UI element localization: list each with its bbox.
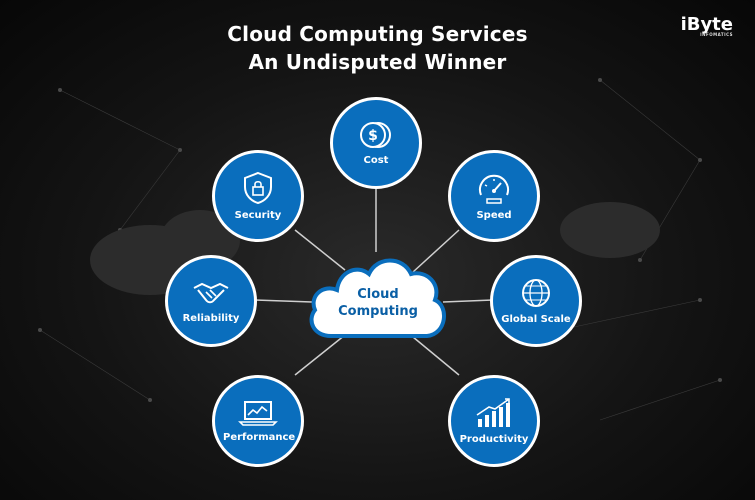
- connector-performance: [294, 334, 346, 376]
- bar-chart-growth-icon: [476, 397, 510, 427]
- speedometer-icon: [479, 174, 509, 204]
- node-productivity-label: Productivity: [459, 433, 529, 445]
- title-line-1: Cloud Computing Services: [227, 22, 528, 46]
- node-performance-label: Performance: [223, 431, 296, 443]
- brand-logo: iByte INFOMATICS: [681, 14, 733, 37]
- node-cost-label: Cost: [363, 154, 389, 166]
- cloud-icon: [309, 258, 446, 338]
- title-line-2: An Undisputed Winner: [248, 50, 507, 74]
- connector-global-scale: [442, 299, 494, 303]
- node-global-scale-label: Global Scale: [501, 313, 571, 325]
- node-speed: Speed: [448, 150, 540, 242]
- handshake-icon: [193, 282, 229, 303]
- connector-productivity: [412, 336, 460, 376]
- logo-subtext: INFOMATICS: [700, 32, 733, 37]
- svg-text:$: $: [368, 128, 378, 144]
- node-reliability-label: Reliability: [182, 312, 240, 324]
- node-security-label: Security: [234, 209, 282, 221]
- node-global-scale: Global Scale: [490, 255, 582, 347]
- shield-lock-icon: [244, 171, 272, 204]
- connector-speed: [412, 229, 460, 273]
- node-performance: Performance: [212, 375, 304, 467]
- dollar-coins-icon: $: [360, 121, 391, 148]
- logo-text: iByte: [680, 14, 733, 35]
- laptop-chart-icon: [238, 400, 278, 426]
- node-speed-label: Speed: [476, 209, 512, 221]
- node-cost: $ Cost: [330, 97, 422, 189]
- node-security: Security: [212, 150, 304, 242]
- node-reliability: Reliability: [165, 255, 257, 347]
- connector-reliability: [254, 299, 313, 303]
- connector-security: [294, 229, 346, 271]
- center-label-line-1: Cloud: [357, 287, 399, 302]
- page-title: Cloud Computing Services An Undisputed W…: [0, 20, 755, 76]
- node-productivity: Productivity: [448, 375, 540, 467]
- cloud-computing-center: Cloud Computing: [303, 244, 453, 344]
- center-label-line-2: Computing: [338, 304, 418, 319]
- globe-icon: [522, 278, 550, 307]
